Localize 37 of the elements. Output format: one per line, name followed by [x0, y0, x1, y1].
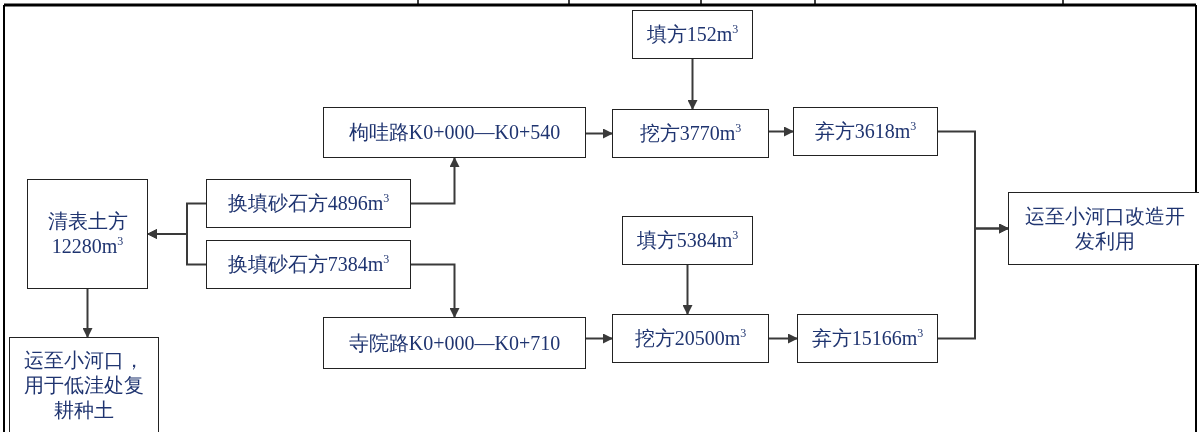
box-text: 清表土方12280m$^{3}$ [46, 209, 129, 259]
arrow [82, 288, 93, 338]
arrow [585, 333, 613, 344]
process-box [612, 109, 769, 158]
arrow [687, 58, 698, 110]
process-box [797, 314, 938, 363]
process-box [632, 10, 753, 59]
box-text: 弃方3618m$^{3}$ [814, 119, 917, 144]
box-text: 弃方15166m$^{3}$ [811, 326, 924, 351]
box-text: 寺院路K0+000—K0+710 [348, 330, 561, 356]
box-text: 填方5384m$^{3}$ [636, 228, 739, 253]
process-box [9, 337, 159, 432]
box-text: 枸哇路K0+000—K0+540 [348, 120, 561, 145]
arrow [410, 263, 460, 318]
process-box [323, 107, 586, 158]
process-box [27, 179, 148, 289]
arrow [585, 128, 613, 139]
process-box [1008, 192, 1199, 265]
box-text: 运至小河口改造开发利用 [1023, 203, 1186, 254]
arrow [410, 157, 460, 205]
arrow [768, 333, 798, 344]
process-box [206, 179, 411, 228]
process-box [793, 107, 938, 156]
arrow [937, 223, 1009, 340]
process-box [622, 216, 753, 265]
box-text: 填方152m$^{3}$ [646, 22, 739, 47]
arrow [682, 264, 693, 315]
box-text: 换填砂石方4896m$^{3}$ [227, 191, 390, 216]
process-box [206, 240, 411, 289]
box-text: 挖方20500m$^{3}$ [634, 326, 747, 351]
arrow [147, 229, 207, 266]
process-box [612, 314, 769, 363]
arrow [768, 126, 794, 137]
box-text: 运至小河口，用于低洼处复耕种土 [23, 347, 145, 423]
process-box [323, 317, 586, 369]
box-text: 挖方3770m$^{3}$ [639, 121, 742, 146]
box-text: 换填砂石方7384m$^{3}$ [227, 252, 390, 277]
